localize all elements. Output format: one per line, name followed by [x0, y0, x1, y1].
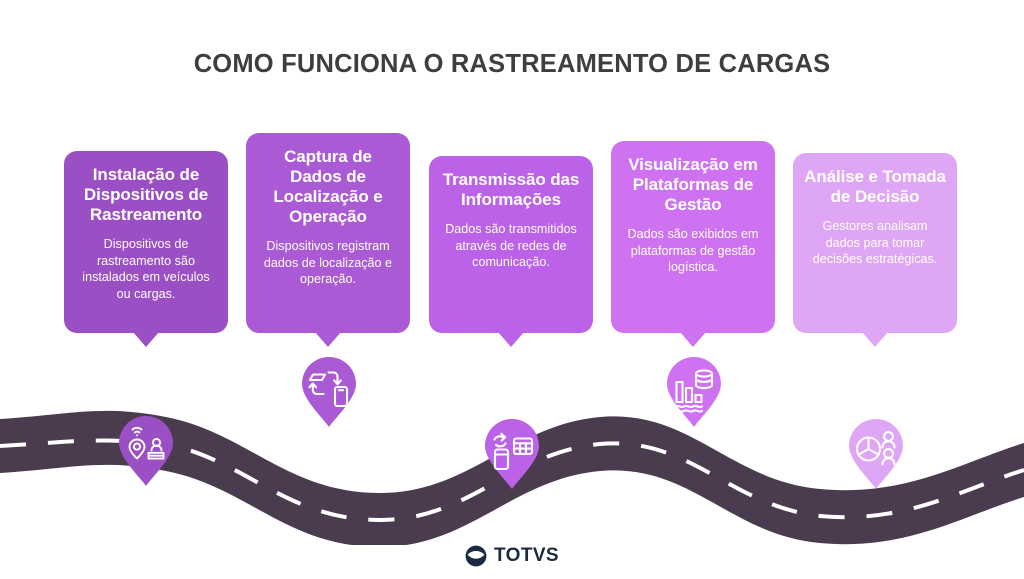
map-pin-4[interactable]	[666, 356, 722, 428]
step-card-tail-4	[680, 332, 706, 347]
map-pin-5[interactable]	[848, 418, 904, 490]
step-description-2: Dispositivos registram dados de localiza…	[263, 239, 393, 287]
mobile-transfer-grid-icon	[485, 419, 539, 489]
step-card-tail-1	[133, 332, 159, 347]
step-card-tail-2	[315, 332, 341, 347]
step-card-1[interactable]: Instalação de Dispositivos de Rastreamen…	[64, 151, 228, 347]
step-title-1: Instalação de Dispositivos de Rastreamen…	[83, 165, 209, 225]
map-pin-2[interactable]	[301, 356, 357, 428]
step-card-2[interactable]: Captura de Dados de Localização e Operaç…	[246, 133, 410, 347]
bar-chart-database-icon	[667, 357, 721, 427]
step-title-3: Transmissão das Informações	[442, 170, 580, 210]
road-center-dashes	[0, 438, 1024, 523]
step-card-4[interactable]: Visualização em Plataformas de Gestão Da…	[611, 141, 775, 347]
step-description-4: Dados são exibidos em plataformas de ges…	[627, 227, 759, 275]
data-sync-mobile-icon	[302, 357, 356, 427]
step-description-5: Gestores analisam dados para tomar decis…	[812, 219, 938, 267]
map-pin-3[interactable]	[484, 418, 540, 490]
step-card-3[interactable]: Transmissão das Informações Dados são tr…	[429, 156, 593, 347]
pie-chart-people-icon	[849, 419, 903, 489]
gps-tracker-truck-icon	[119, 416, 173, 486]
step-title-4: Visualização em Plataformas de Gestão	[628, 155, 758, 215]
brand-wordmark: TOTVS	[494, 545, 559, 566]
brand-logo: TOTVS	[0, 545, 1024, 567]
map-pin-1[interactable]	[118, 415, 174, 487]
step-card-5[interactable]: Análise e Tomada de Decisão Gestores ana…	[793, 153, 957, 347]
step-card-tail-3	[498, 332, 524, 347]
step-title-2: Captura de Dados de Localização e Operaç…	[273, 147, 383, 227]
step-title-5: Análise e Tomada de Decisão	[804, 167, 946, 207]
steps-container: Instalação de Dispositivos de Rastreamen…	[64, 133, 957, 347]
page-title: COMO FUNCIONA O RASTREAMENTO DE CARGAS	[193, 50, 831, 78]
step-card-tail-5	[862, 332, 888, 347]
step-description-3: Dados são transmitidos através de redes …	[445, 222, 577, 270]
step-description-1: Dispositivos de rastreamento são instala…	[82, 237, 210, 301]
totvs-hexagon-mark	[465, 545, 487, 567]
